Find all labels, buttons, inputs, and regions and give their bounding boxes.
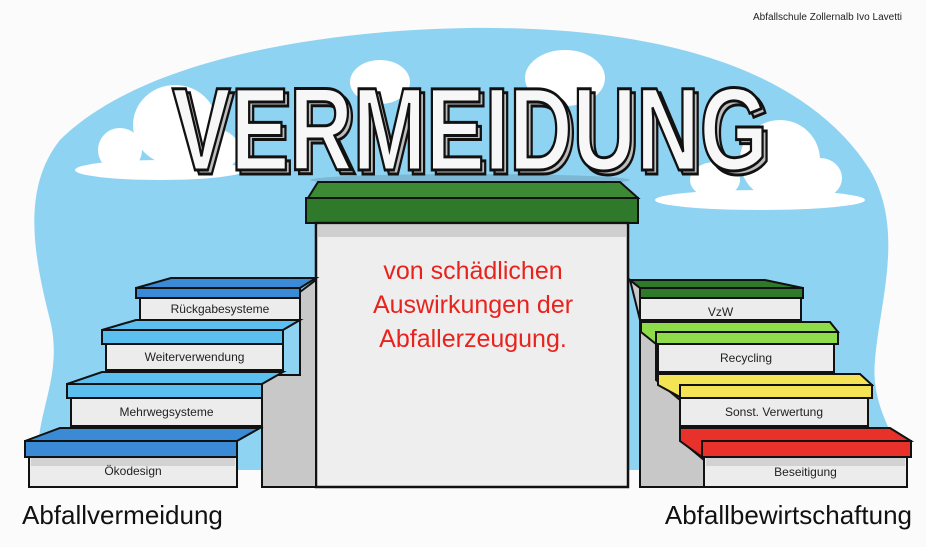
step-label-sonst-verwertung: Sonst. Verwertung	[724, 405, 824, 419]
cloud-left	[75, 85, 245, 180]
left-stairs	[24, 277, 320, 488]
step-label-weiterverwendung: Weiterverwendung	[144, 350, 245, 364]
center-line-1: von schädlichen	[383, 257, 563, 285]
step-label-beseitigung: Beseitigung	[774, 465, 837, 479]
step-label-oekodesign: Ökodesign	[104, 464, 162, 478]
step-label-recycling: Recycling	[719, 351, 773, 365]
heading-abfallvermeidung: Abfallvermeidung	[22, 500, 223, 530]
svg-text:VERMEIDUNG: VERMEIDUNG	[172, 74, 768, 184]
step-label-vzw: VzW	[707, 305, 734, 319]
center-line-3: Abfallerzeugung.	[379, 325, 567, 353]
cloud-right	[655, 120, 865, 210]
svg-text:VERMEIDUNG: VERMEIDUNG	[176, 74, 772, 184]
title-3d-text: VERMEIDUNG VERMEIDUNG	[171, 63, 774, 202]
heading-abfallbewirtschaftung: Abfallbewirtschaftung	[664, 500, 912, 530]
center-podium	[305, 174, 641, 489]
cloud-top	[350, 50, 605, 106]
credit-text: Abfallschule Zollernalb Ivo Lavetti	[753, 12, 902, 23]
step-label-mehrwegsysteme: Mehrwegsysteme	[119, 405, 214, 419]
center-message: von schädlichen Auswirkungen der Abfalle…	[318, 254, 628, 356]
center-line-2: Auswirkungen der	[372, 291, 574, 319]
step-label-rueckgabesysteme: Rückgabesysteme	[170, 302, 270, 316]
title-vermeidung: VERMEIDUNG VERMEIDUNG	[165, 63, 775, 202]
right-stairs	[627, 277, 915, 488]
